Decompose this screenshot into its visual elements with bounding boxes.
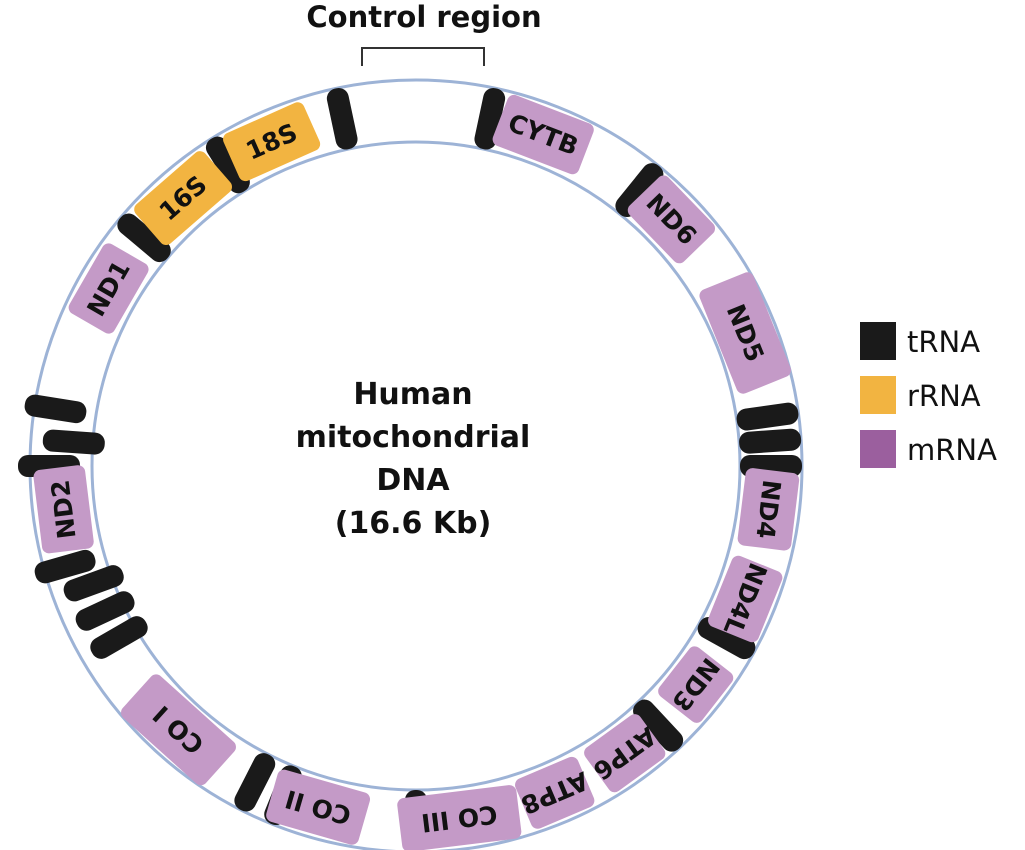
trna-bar-19 <box>615 163 664 218</box>
center-line-2: mitochondrial <box>296 420 531 455</box>
center-label: Human mitochondrial DNA (16.6 Kb) <box>296 377 531 541</box>
gene-nd2: ND2 <box>33 465 94 554</box>
trna-bar-7 <box>34 549 96 584</box>
legend-swatch-trna <box>860 322 896 360</box>
control-region-title: Control region <box>306 0 541 34</box>
legend-label-trna: tRNA <box>907 325 980 359</box>
legend: tRNA rRNA mRNA <box>860 322 997 468</box>
trna-bar-4 <box>24 394 87 424</box>
gene-box-atp8 <box>515 756 595 829</box>
trna-bar-16 <box>736 402 799 431</box>
gene-nd4: ND4 <box>737 468 800 551</box>
gene-box-nd3 <box>658 646 734 723</box>
gene-label-nd4: ND4 <box>750 478 786 540</box>
trna-bar-14 <box>633 699 684 752</box>
center-line-1: Human <box>353 377 472 412</box>
gene-atp8: ATP8 <box>515 756 595 829</box>
trna-bar-2 <box>205 136 250 194</box>
gene-18s: 18S <box>223 102 321 182</box>
gene-co-ii: CO II <box>266 769 371 845</box>
trna-bar-10 <box>90 616 148 659</box>
trna-bar-5 <box>42 429 105 455</box>
trna-bar-15 <box>697 617 756 660</box>
gene-box-nd4l <box>708 555 783 643</box>
gene-nd4l: ND4L <box>708 555 783 643</box>
gene-box-18s <box>223 102 321 182</box>
trna-bar-1 <box>326 88 358 150</box>
gene-box-co-iii <box>397 785 522 850</box>
gene-label-nd2: ND2 <box>46 478 82 540</box>
gene-box-co-ii <box>266 769 371 845</box>
trna-bar-8 <box>63 565 124 602</box>
trna-bar-9 <box>75 591 135 631</box>
gene-box-nd4 <box>737 468 800 551</box>
legend-swatch-mrna <box>860 430 896 468</box>
legend-label-rrna: rRNA <box>907 379 981 413</box>
legend-swatch-rrna <box>860 376 896 414</box>
legend-label-mrna: mRNA <box>907 433 997 467</box>
control-region-bracket <box>361 47 485 66</box>
trna-bar-11 <box>234 753 276 812</box>
gene-box-nd5 <box>699 272 791 394</box>
gene-box-nd2 <box>33 465 94 554</box>
gene-box-nd1 <box>68 243 149 334</box>
center-line-3: DNA <box>376 463 450 498</box>
gene-box-atp6 <box>584 714 666 793</box>
trna-bar-17 <box>739 428 802 454</box>
center-line-4: (16.6 Kb) <box>335 506 492 541</box>
gene-co-iii: CO III <box>397 785 522 850</box>
gene-nd1: ND1 <box>68 243 149 334</box>
gene-box-16s <box>134 151 232 246</box>
gene-box-nd6 <box>627 175 716 264</box>
gene-cytb: CYTB <box>492 94 594 175</box>
gene-nd3: ND3 <box>658 646 734 723</box>
gene-box-cytb <box>492 94 594 175</box>
gene-nd5: ND5 <box>699 272 791 394</box>
trna-bar-3 <box>117 213 171 263</box>
gene-box-co-i <box>121 674 236 786</box>
